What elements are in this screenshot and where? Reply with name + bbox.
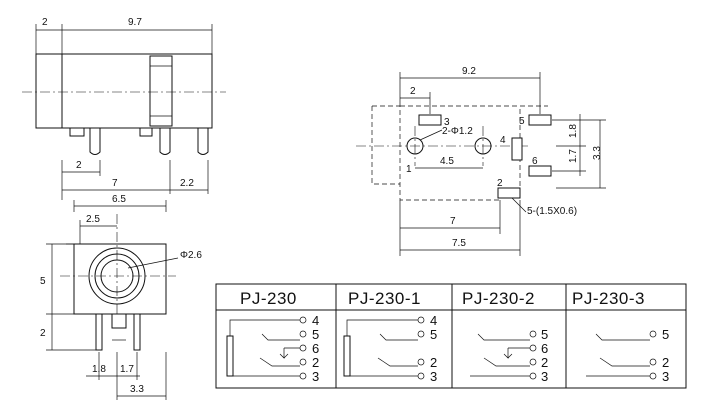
pin-pj2303-5: 5 (662, 327, 669, 342)
dim-fp-1-7: 1.7 (568, 149, 579, 163)
dim-side-2-2: 2.2 (180, 178, 194, 189)
schematic-pj-230-3: 5 2 3 (586, 327, 669, 384)
pin-pj2302-6: 6 (541, 341, 548, 356)
pin-pj2301-2: 2 (430, 355, 437, 370)
dim-fp-7-5: 7.5 (452, 238, 466, 249)
front-view: 2.5 Φ2.6 5 2 1.8 1.7 3.3 (40, 214, 202, 400)
side-view-body (35, 53, 213, 129)
side-pin-3 (197, 128, 209, 155)
pin-pj2302-5: 5 (541, 327, 548, 342)
pin-pj2302-2: 2 (541, 355, 548, 370)
pin-pj2301-4: 4 (430, 313, 437, 328)
dim-side-6-5: 6.5 (112, 194, 126, 205)
dim-front-1-7: 1.7 (120, 364, 134, 375)
pin-pj2301-3: 3 (430, 369, 437, 384)
pad-2 (497, 187, 521, 199)
model-title-1: PJ-230 (240, 289, 297, 308)
dim-fp-7: 7 (450, 216, 456, 227)
side-pin-1 (89, 128, 101, 155)
dim-side-pin-left: 2 (76, 160, 82, 171)
pin-pj230-5: 5 (312, 327, 319, 342)
pad-number-1: 1 (406, 164, 412, 175)
pad-3 (418, 114, 442, 126)
schematic-pj-230-1: 4 5 2 3 (343, 313, 437, 384)
pad-number-4: 4 (500, 135, 506, 146)
model-title-4: PJ-230-3 (572, 289, 645, 308)
schematic-pj-230-2: 5 6 2 3 (470, 327, 548, 384)
pin-pj230-3: 3 (312, 369, 319, 384)
pad-6 (528, 165, 552, 177)
pin-pj2302-3: 3 (541, 369, 548, 384)
dim-side-top-left: 2 (42, 17, 48, 28)
dim-fp-2: 2 (410, 86, 416, 97)
dim-fp-1-8: 1.8 (568, 124, 579, 138)
pad-5 (528, 114, 552, 126)
dim-side-overall: 9.7 (128, 17, 142, 28)
dim-front-1-8: 1.8 (92, 364, 106, 375)
side-view: 2 9.7 2 7 2.2 6.5 (22, 17, 226, 212)
pad-number-6: 6 (532, 156, 538, 167)
dim-front-3-3: 3.3 (130, 384, 144, 395)
pad-number-3: 3 (444, 117, 450, 128)
dim-fp-3-3: 3.3 (592, 146, 603, 160)
dim-side-7: 7 (112, 178, 118, 189)
pin-pj230-4: 4 (312, 313, 319, 328)
dim-front-phi: Φ2.6 (180, 250, 202, 261)
pcb-footprint: 3 5 4 6 2 1 9.2 2 2-Φ1.2 4.5 1.8 1.7 3.3… (356, 66, 606, 256)
hole-label: 2-Φ1.2 (442, 126, 473, 137)
model-title-2: PJ-230-1 (348, 289, 421, 308)
pad-number-2: 2 (497, 178, 503, 189)
schematic-pj-230: 4 5 6 2 3 (226, 313, 319, 384)
dim-fp-9-2: 9.2 (462, 66, 476, 77)
pin-pj2303-2: 2 (662, 355, 669, 370)
model-title-3: PJ-230-2 (462, 289, 535, 308)
pin-pj230-2: 2 (312, 355, 319, 370)
table-frame (215, 283, 687, 389)
pad-4 (511, 137, 523, 161)
dim-front-2: 2 (40, 328, 46, 339)
pad-size-label: 5-(1.5X0.6) (527, 206, 577, 217)
dim-fp-4-5: 4.5 (440, 156, 454, 167)
dim-front-5: 5 (40, 276, 46, 287)
pin-pj230-6: 6 (312, 341, 319, 356)
pin-pj2303-3: 3 (662, 369, 669, 384)
side-pin-2 (159, 128, 171, 155)
side-view-latch (149, 55, 173, 127)
model-table: PJ-230 PJ-230-1 PJ-230-2 PJ-230-3 4 5 6 … (215, 283, 687, 389)
pad-number-5: 5 (519, 116, 525, 127)
dim-front-2-5: 2.5 (86, 214, 100, 225)
pin-pj2301-5: 5 (430, 327, 437, 342)
